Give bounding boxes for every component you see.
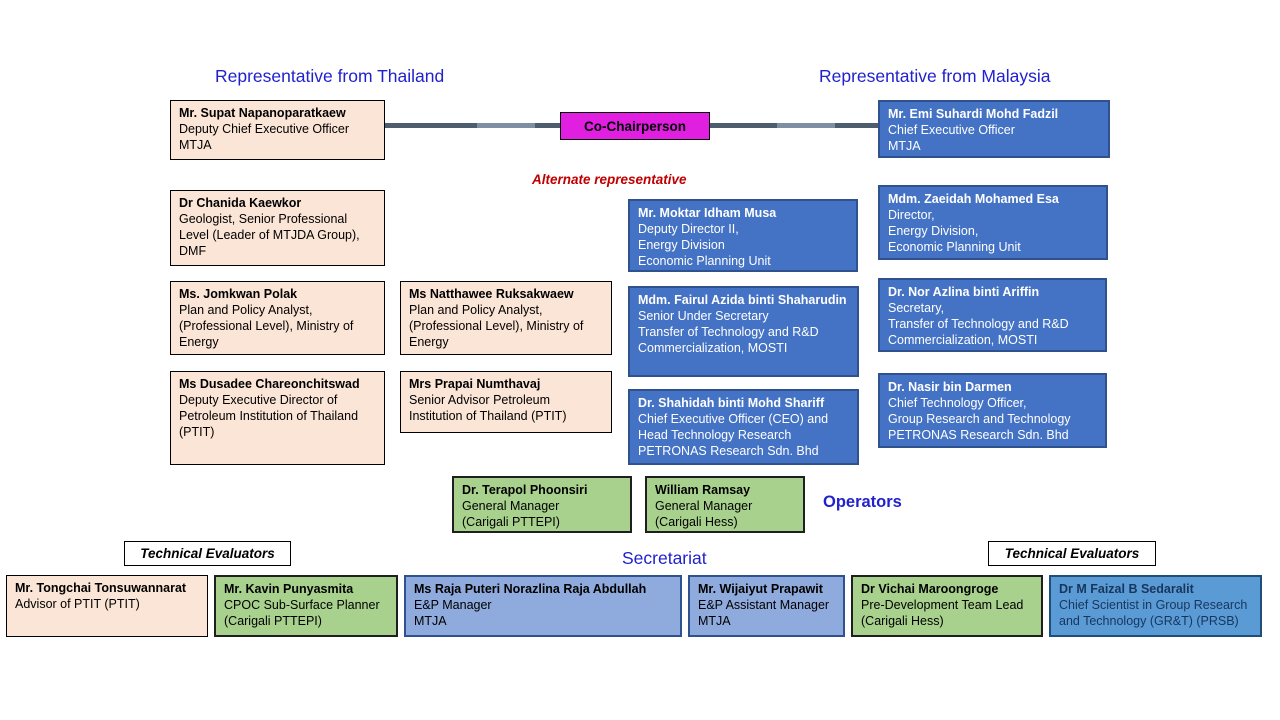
person-name: Ms Dusadee Chareonchitswad [179, 377, 360, 391]
heading-secretariat: Secretariat [622, 548, 707, 568]
person-role: Plan and Policy Analyst, (Professional L… [179, 302, 354, 349]
person-name: Mr. Wijaiyut Prapawit [698, 582, 823, 596]
card-dusadee-chareonchitswad: Ms Dusadee Chareonchitswad Deputy Execut… [170, 371, 385, 465]
card-chanida-kaewkor: Dr Chanida Kaewkor Geologist, Senior Pro… [170, 190, 385, 266]
person-role: General Manager [655, 498, 753, 513]
person-org: MTJA [888, 138, 921, 153]
person-name: Dr. Shahidah binti Mohd Shariff [638, 396, 825, 410]
card-tongchai-tonsuwannarat: Mr. Tongchai Tonsuwannarat Advisor of PT… [6, 575, 208, 637]
person-name: Dr. Nasir bin Darmen [888, 380, 1012, 394]
person-role: CPOC Sub-Surface Planner [224, 597, 380, 612]
card-zaeidah-mohamed-esa: Mdm. Zaeidah Mohamed Esa Director, Energ… [878, 185, 1108, 260]
person-name: Dr. Terapol Phoonsiri [462, 483, 588, 497]
person-name: Mr. Supat Napanoparatkaew [179, 106, 346, 120]
card-natthawee-ruksakwaew: Ms Natthawee Ruksakwaew Plan and Policy … [400, 281, 612, 355]
person-division: Energy Division [638, 237, 725, 252]
card-emi-suhardi-mohd-fadzil: Mr. Emi Suhardi Mohd Fadzil Chief Execut… [878, 100, 1110, 158]
person-name: Ms. Jomkwan Polak [179, 287, 298, 301]
person-org: Economic Planning Unit [888, 239, 1021, 254]
card-nor-azlina-binti-ariffin: Dr. Nor Azlina binti Ariffin Secretary, … [878, 278, 1107, 352]
person-role: Chief Executive Officer (CEO) and Head T… [638, 411, 829, 442]
card-terapol-phoonsiri: Dr. Terapol Phoonsiri General Manager (C… [452, 476, 632, 533]
person-role: General Manager [462, 498, 560, 513]
card-kavin-punyasmita: Mr. Kavin Punyasmita CPOC Sub-Surface Pl… [214, 575, 398, 637]
person-role: Advisor of PTIT (PTIT) [15, 596, 140, 611]
person-name: Dr M Faizal B Sedaralit [1059, 582, 1194, 596]
person-name: Mrs Prapai Numthavaj [409, 377, 541, 391]
person-name: Ms Raja Puteri Norazlina Raja Abdullah [414, 582, 647, 596]
person-org: MTJA [414, 613, 447, 628]
person-org: Transfer of Technology and R&D Commercia… [888, 316, 1069, 347]
person-role: Senior Advisor Petroleum Institution of … [409, 392, 567, 423]
card-jomkwan-polak: Ms. Jomkwan Polak Plan and Policy Analys… [170, 281, 385, 355]
card-supat-napanoparatkaew: Mr. Supat Napanoparatkaew Deputy Chief E… [170, 100, 385, 160]
person-role: Chief Technology Officer, [888, 395, 1027, 410]
person-role: Chief Scientist in Group Research and Te… [1059, 597, 1248, 628]
card-william-ramsay: William Ramsay General Manager (Carigali… [645, 476, 805, 533]
card-vichai-maroongroge: Dr Vichai Maroongroge Pre-Development Te… [851, 575, 1043, 637]
person-org: (Carigali Hess) [861, 613, 944, 628]
card-raja-puteri-norazlina-raja-abdullah: Ms Raja Puteri Norazlina Raja Abdullah E… [404, 575, 682, 637]
person-name: Mdm. Fairul Azida binti Shaharudin [638, 293, 847, 307]
label-technical-evaluators-left: Technical Evaluators [124, 541, 291, 566]
person-org: Transfer of Technology and R&D Commercia… [638, 324, 819, 355]
person-division: Group Research and Technology [888, 411, 1071, 426]
person-org: (Carigali Hess) [655, 514, 738, 529]
person-role: E&P Assistant Manager [698, 597, 830, 612]
person-role: Deputy Chief Executive Officer [179, 121, 349, 136]
heading-operators: Operators [823, 493, 902, 511]
person-org: (Carigali PTTEPI) [462, 514, 560, 529]
person-org: Economic Planning Unit [638, 253, 771, 268]
label-alternate-representative: Alternate representative [532, 172, 687, 187]
person-role: Deputy Director II, [638, 221, 739, 236]
heading-representative-thailand: Representative from Thailand [215, 66, 445, 86]
person-org: MTJA [179, 137, 212, 152]
card-shahidah-binti-mohd-shariff: Dr. Shahidah binti Mohd Shariff Chief Ex… [628, 389, 859, 465]
person-name: Dr Chanida Kaewkor [179, 196, 302, 210]
person-name: Mr. Emi Suhardi Mohd Fadzil [888, 107, 1059, 121]
person-role: Director, [888, 207, 935, 222]
person-name: Mr. Kavin Punyasmita [224, 582, 354, 596]
person-division: Energy Division, [888, 223, 979, 238]
person-role: Geologist, Senior Professional Level (Le… [179, 211, 360, 258]
person-name: Dr. Nor Azlina binti Ariffin [888, 285, 1040, 299]
heading-representative-malaysia: Representative from Malaysia [819, 66, 1051, 86]
card-nasir-bin-darmen: Dr. Nasir bin Darmen Chief Technology Of… [878, 373, 1107, 448]
person-role: Pre-Development Team Lead [861, 597, 1024, 612]
label-technical-evaluators-right: Technical Evaluators [988, 541, 1156, 566]
person-role: Deputy Executive Director of Petroleum I… [179, 392, 359, 439]
person-role: E&P Manager [414, 597, 492, 612]
person-name: Dr Vichai Maroongroge [861, 582, 999, 596]
card-prapai-numthavaj: Mrs Prapai Numthavaj Senior Advisor Petr… [400, 371, 612, 433]
co-chairperson-box: Co-Chairperson [560, 112, 710, 140]
card-moktar-idham-musa: Mr. Moktar Idham Musa Deputy Director II… [628, 199, 858, 272]
person-role: Senior Under Secretary [638, 308, 769, 323]
person-name: Mr. Moktar Idham Musa [638, 206, 777, 220]
person-org: PETRONAS Research Sdn. Bhd [638, 443, 819, 458]
person-role: Plan and Policy Analyst, (Professional L… [409, 302, 584, 349]
card-fairul-azida-binti-shaharudin: Mdm. Fairul Azida binti Shaharudin Senio… [628, 286, 859, 377]
person-role: Secretary, [888, 300, 945, 315]
person-org: PETRONAS Research Sdn. Bhd [888, 427, 1069, 442]
person-name: Ms Natthawee Ruksakwaew [409, 287, 574, 301]
person-org: MTJA [698, 613, 731, 628]
card-wijaiyut-prapawit: Mr. Wijaiyut Prapawit E&P Assistant Mana… [688, 575, 845, 637]
person-org: (Carigali PTTEPI) [224, 613, 322, 628]
person-name: William Ramsay [655, 483, 751, 497]
card-m-faizal-b-sedaralit: Dr M Faizal B Sedaralit Chief Scientist … [1049, 575, 1262, 637]
person-name: Mdm. Zaeidah Mohamed Esa [888, 192, 1059, 206]
person-role: Chief Executive Officer [888, 122, 1015, 137]
person-name: Mr. Tongchai Tonsuwannarat [15, 581, 187, 595]
